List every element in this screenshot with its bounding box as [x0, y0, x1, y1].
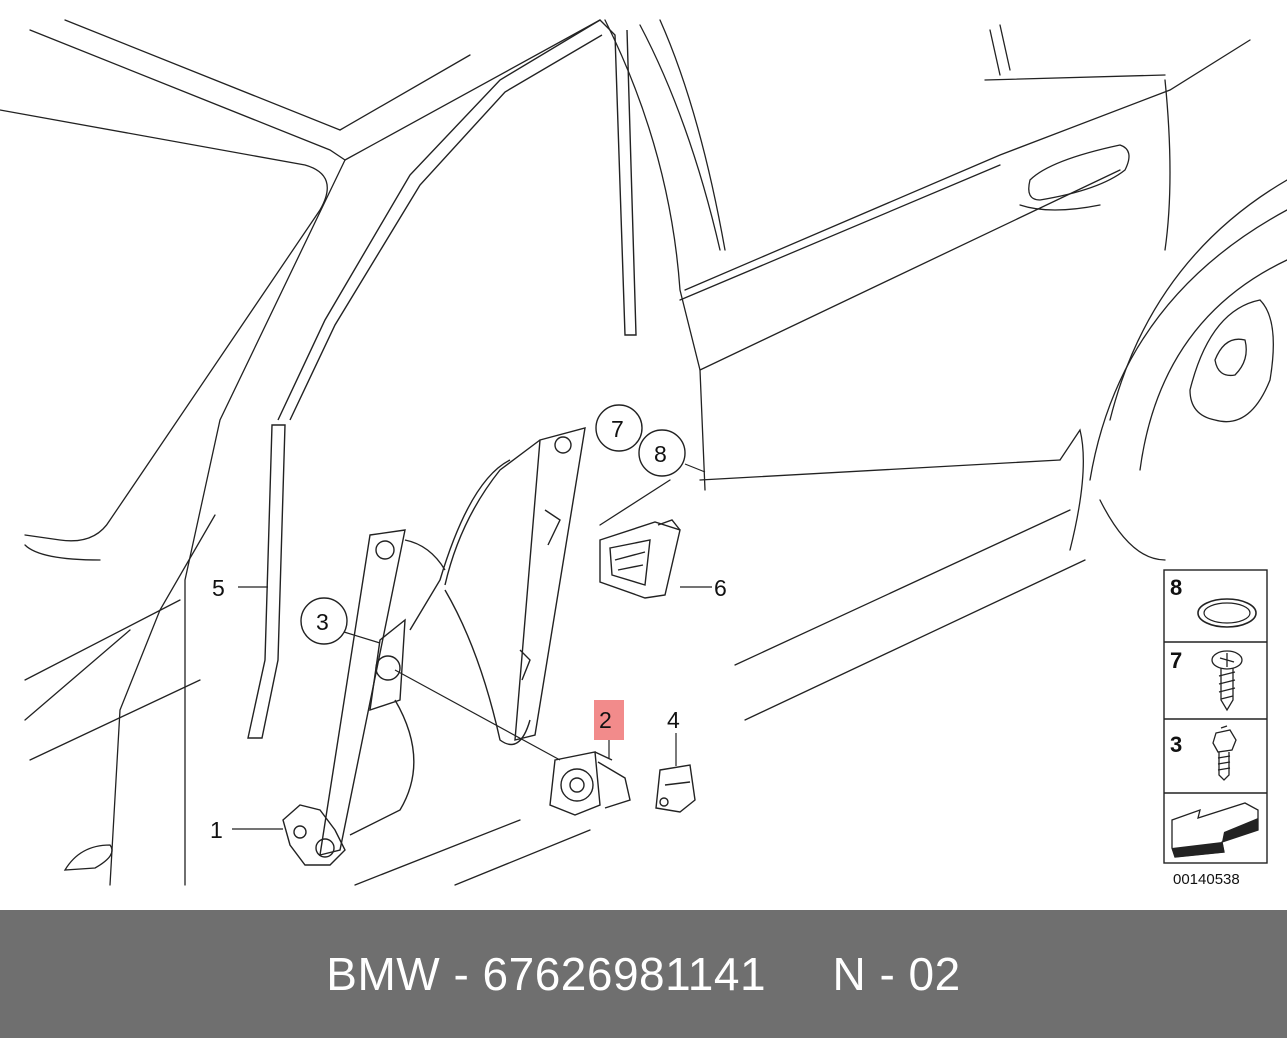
part-6-bracket [599, 519, 681, 599]
part-4-connector [655, 764, 696, 813]
svg-text:8: 8 [1170, 575, 1182, 600]
leader-lines [232, 463, 712, 830]
part-5-seal-strip [247, 424, 286, 739]
legend-row-8: 8 [1170, 575, 1257, 628]
drawing-number: 00140538 [1173, 871, 1240, 888]
footer-bar: BMW - 67626981141 N - 02 [0, 910, 1287, 1038]
svg-text:5: 5 [212, 575, 225, 601]
callout-1[interactable]: 1 [210, 817, 223, 843]
svg-text:8: 8 [654, 441, 667, 467]
parts-diagram: 5 1 3 2 4 6 7 8 8 7 [0, 19, 1287, 888]
car-body-outline [0, 19, 1287, 886]
part-number-label: BMW - 67626981141 N - 02 [326, 948, 961, 1000]
callout-8[interactable]: 8 [638, 429, 686, 477]
svg-text:1: 1 [210, 817, 223, 843]
arrow-icon [1171, 802, 1259, 858]
callout-5[interactable]: 5 [212, 575, 225, 601]
svg-text:7: 7 [611, 416, 624, 442]
legend-row-7: 7 [1170, 648, 1243, 712]
part-1-carrier [282, 804, 346, 866]
callout-7[interactable]: 7 [595, 404, 643, 452]
screw-icon [1211, 650, 1243, 712]
legend-box: 8 7 3 [1163, 569, 1268, 864]
svg-text:3: 3 [1170, 732, 1182, 757]
callout-4[interactable]: 4 [667, 707, 680, 733]
callout-3[interactable]: 3 [300, 597, 348, 645]
bolt-icon [1212, 725, 1237, 781]
svg-text:7: 7 [1170, 648, 1182, 673]
callout-2[interactable]: 2 [594, 700, 624, 740]
part-2-window-motor [549, 751, 631, 816]
svg-text:4: 4 [667, 707, 680, 733]
o-ring-icon [1197, 598, 1257, 628]
svg-text:2: 2 [599, 707, 612, 733]
callout-2-highlight [594, 700, 624, 740]
svg-text:3: 3 [316, 609, 329, 635]
window-frame-seal [277, 19, 637, 421]
part-3-window-regulator [319, 427, 586, 856]
legend-row-3: 3 [1170, 725, 1237, 781]
svg-text:6: 6 [714, 575, 727, 601]
callout-6[interactable]: 6 [714, 575, 727, 601]
